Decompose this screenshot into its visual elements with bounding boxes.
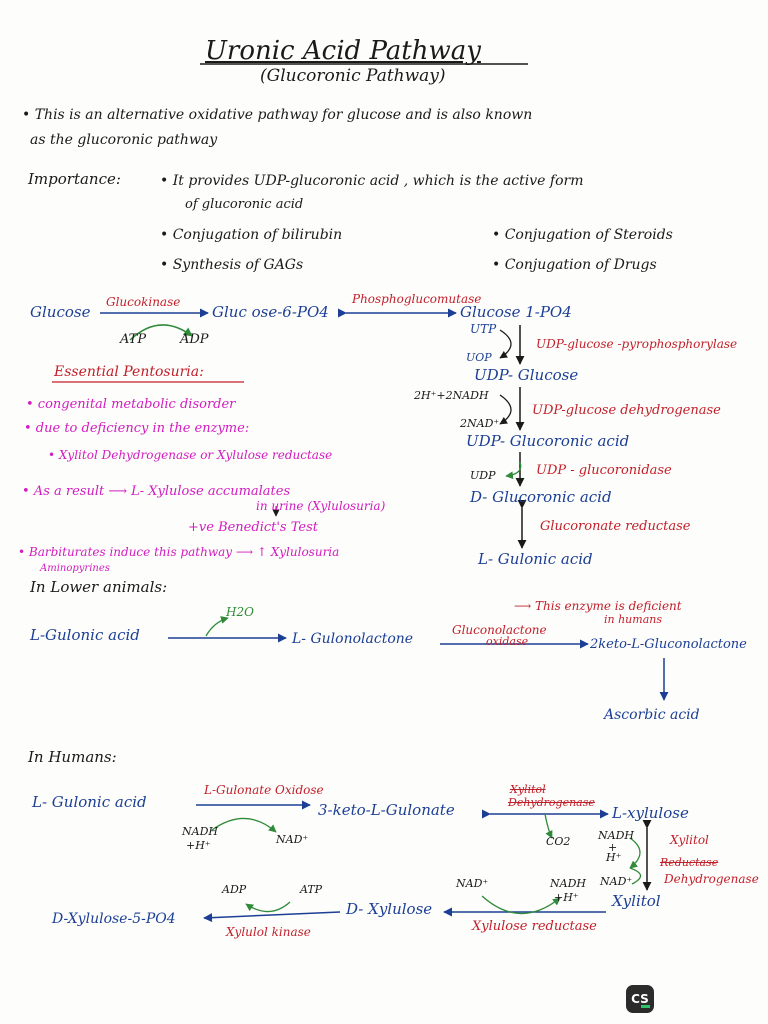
pentosuria-point-5: • Barbiturates induce this pathway ⟶ ↑ X… [18,545,340,559]
deficiency-note-1: ⟶ This enzyme is deficient [514,599,682,613]
nad2-label: NAD⁺ [600,875,633,888]
h-plus-label: +H⁺ [186,839,211,852]
page-title: Uronic Acid Pathway [205,36,481,66]
nadh-in-label: 2H⁺+2NADH [414,389,489,402]
nadh-label: NADH [182,825,218,838]
importance-point-3: • Synthesis of GAGs [160,257,304,273]
pentosuria-heading: Essential Pentosuria: [54,364,204,380]
ppi-label: UOP [466,351,492,364]
enzyme-dehydrogenase: Dehydrogenase [664,872,759,886]
enzyme-l-gulonate-oxidase: L-Gulonate Oxidose [204,783,324,797]
importance-label: Importance: [28,170,121,188]
enzyme-oxidase: oxidase [486,635,529,648]
intro-line-2: as the glucoronic pathway [30,132,218,148]
importance-point-4: • Conjugation of Steroids [492,227,673,243]
enzyme-xylitol: Xylitol [670,833,709,847]
udp-glucose: UDP- Glucose [474,366,579,384]
3-keto-l-gulonate: 3-keto-L-Gulonate [318,801,455,819]
enzyme-udp-glucose-dehydrogenase: UDP-glucose dehydrogenase [532,403,721,418]
h-plus2-label: H⁺ [606,851,622,864]
pentosuria-point-5b: Aminopyrines [40,563,110,574]
nad-out-label: 2NAD⁺ [460,417,500,430]
l-gulonolactone: L- Gulonolactone [292,631,414,647]
enzyme-phosphoglucomutase: Phosphoglucomutase [352,292,482,306]
enzyme-glucoronate-reductase: Glucoronate reductase [540,519,691,534]
humans-l-gulonic-acid: L- Gulonic acid [32,793,147,811]
nadh2-label: NADH [598,829,634,842]
d-xylulose: D- Xylulose [346,900,433,918]
deficiency-note-2: in humans [604,613,662,626]
pentosuria-point-2: • due to deficiency in the enzyme: [24,421,250,436]
glucose-1-phosphate: Glucose 1-PO4 [460,303,572,321]
enzyme-gluconolactone: Gluconolactone [452,623,547,637]
pentosuria-point-3: • Xylitol Dehydrogenase or Xylulose redu… [48,448,333,462]
l-xylulose: L-xylulose [612,804,689,822]
struck-reductase: Reductase [660,856,719,869]
adp-label: ADP [180,332,209,347]
humans-heading: In Humans: [28,748,117,766]
importance-point-1: • It provides UDP-glucoronic acid , whic… [160,173,584,189]
d-glucoronic-acid: D- Glucoronic acid [470,488,612,506]
l-gulonic-acid: L- Gulonic acid [478,550,593,568]
udp-label: UDP [470,469,496,482]
lower-animals-heading: In Lower animals: [30,578,168,596]
adp2-label: ADP [222,883,247,896]
intro-line-1: • This is an alternative oxidative pathw… [22,107,533,123]
plus-label: + [608,841,618,854]
importance-point-5: • Conjugation of Drugs [492,257,657,273]
atp-label: ATP [120,332,147,347]
h2o-label: H2O [226,605,254,619]
enzyme-xylulol-kinase: Xylulol kinase [226,925,311,939]
enzyme-udp-glucose-pyrophosphorylase: UDP-glucose -pyrophosphorylase [536,337,738,351]
importance-point-2: • Conjugation of bilirubin [160,227,343,243]
nad3-label: NAD⁺ [456,877,489,890]
enzyme-glucokinase: Glucokinase [106,295,181,309]
pentosuria-point-4b: in urine (Xylulosuria) [256,499,386,513]
struck-dehydrogenase: Dehydrogenase [508,796,595,809]
pentosuria-point-4: • As a result ⟶ L- Xylulose accumalates [22,484,291,499]
page-subtitle: (Glucoronic Pathway) [260,66,446,86]
importance-point-1b: of glucoronic acid [185,197,304,212]
camscanner-logo: CS [626,985,654,1013]
nad-label: NAD⁺ [276,833,309,846]
glucose-6-phosphate: Gluc ose-6-PO4 [212,303,329,321]
co2-label: CO2 [546,835,571,848]
d-xylulose-5-phosphate: D-Xylulose-5-PO4 [52,911,176,927]
nadh3-label: NADH [550,877,586,890]
enzyme-udp-glucoronidase: UDP - glucoronidase [536,463,672,478]
xylitol: Xylitol [612,892,661,910]
ascorbic-acid: Ascorbic acid [604,707,700,723]
atp2-label: ATP [300,883,323,896]
glucose: Glucose [30,303,91,321]
utp-label: UTP [470,322,497,336]
pentosuria-point-4c: +ve Benedict's Test [188,520,318,535]
struck-xylitol: Xylitol [510,783,546,796]
2-keto-l-gluconolactone: 2keto-L-Gluconolactone [590,637,747,652]
h-plus3-label: +H⁺ [554,891,579,904]
lower-l-gulonic-acid: L-Gulonic acid [30,626,140,644]
enzyme-xylulose-reductase: Xylulose reductase [472,919,597,934]
udp-glucoronic-acid: UDP- Glucoronic acid [466,432,630,450]
pentosuria-point-1: • congenital metabolic disorder [26,397,236,412]
